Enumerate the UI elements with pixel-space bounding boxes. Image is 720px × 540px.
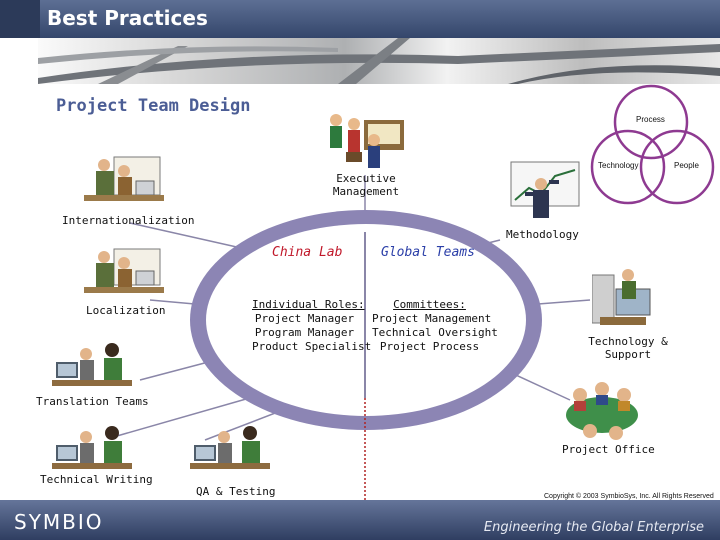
technical-writing-image	[52, 426, 132, 469]
label-technical-writing: Technical Writing	[40, 473, 153, 486]
venn-circle-technology	[590, 129, 666, 205]
label-internationalization: Internationalization	[62, 214, 195, 227]
label-china-lab: China Lab	[272, 245, 343, 260]
highway-photo	[38, 38, 720, 84]
individual-roles-heading: Individual Roles:	[252, 298, 365, 311]
committees-heading: Committees:	[393, 298, 466, 311]
banner-image	[38, 38, 720, 84]
localization-image	[84, 248, 164, 293]
label-qa-testing: QA & Testing	[196, 485, 276, 498]
venn-label-people: People	[674, 161, 699, 170]
connector-internationalization	[129, 222, 251, 251]
label-executive-management: Executive Management	[332, 172, 400, 198]
label-methodology: Methodology	[506, 228, 579, 241]
connector-technical-writing	[109, 394, 261, 439]
individual-role-item: Product Specialist	[252, 340, 372, 353]
subtitle: Project Team Design	[56, 96, 251, 116]
committee-item: Project Management	[372, 312, 492, 325]
copyright-text: Copyright © 2003 SymbioSys, Inc. All Rig…	[544, 493, 714, 500]
connector-qa	[204, 409, 284, 441]
committee-item: Technical Oversight	[372, 326, 498, 339]
label-global-teams: Global Teams	[381, 245, 475, 260]
label-technology-support: Technology & Support	[588, 335, 668, 361]
label-translation-teams: Translation Teams	[36, 395, 149, 408]
tagline: Engineering the Global Enterprise	[483, 520, 704, 535]
venn-label-technology: Technology	[598, 161, 639, 170]
label-project-office: Project Office	[562, 443, 655, 456]
venn-circle-people	[639, 129, 715, 205]
translation-image	[52, 343, 132, 386]
tech-support-image	[592, 269, 651, 325]
venn-circle-process	[613, 84, 689, 160]
individual-role-item: Project Manager	[254, 312, 355, 325]
individual-role-item: Program Manager	[254, 326, 355, 339]
footer-bar: SYMBIO Engineering the Global Enterprise	[0, 500, 720, 540]
label-localization: Localization	[86, 304, 166, 317]
project-office-image	[566, 382, 638, 440]
title-bar-corner	[0, 0, 40, 38]
committee-item: Project Process	[379, 340, 480, 353]
title-bar: Best Practices	[0, 0, 720, 38]
internationalization-image	[84, 156, 164, 201]
qa-testing-image	[190, 426, 270, 469]
slide-title: Best Practices	[47, 6, 208, 30]
connector-translation	[139, 359, 217, 381]
executive-figures-image	[330, 114, 404, 168]
symbio-logo: SYMBIO	[14, 510, 104, 534]
methodology-image	[510, 161, 580, 218]
venn-label-process: Process	[636, 115, 665, 124]
